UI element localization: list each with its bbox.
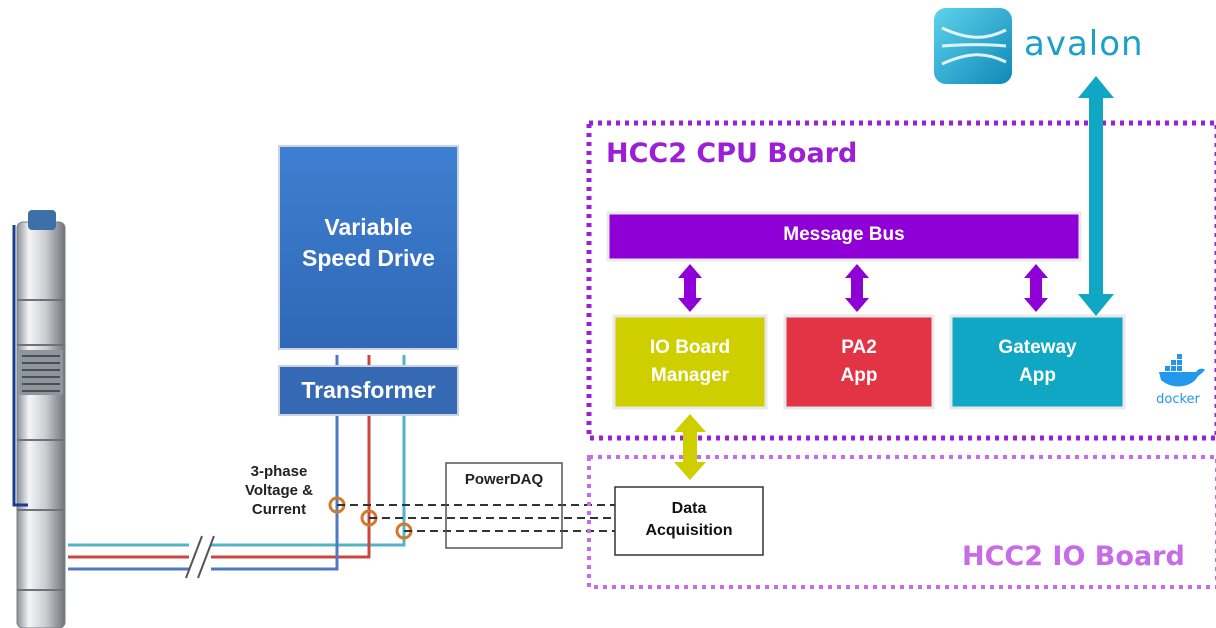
data-acquisition-box	[614, 486, 764, 556]
hcc2-io-board-frame	[587, 455, 1216, 589]
measurement-line-1: 3-phase	[250, 463, 308, 480]
gateway-line-1: Gateway	[998, 337, 1077, 358]
variable-speed-drive-box	[278, 145, 459, 350]
variable-speed-drive-label: Variable Speed Drive	[279, 212, 458, 274]
power-cables	[68, 355, 406, 571]
io-manager-line-1: IO Board	[649, 337, 731, 358]
io-board-manager-label: IO Board Manager	[614, 316, 766, 408]
gateway-to-avalon-arrow	[1078, 76, 1114, 316]
sense-lines	[337, 504, 615, 532]
measurement-line-2: Voltage &	[244, 482, 314, 499]
pa2-app-label: PA2 App	[785, 316, 933, 408]
powerdaq-label: PowerDAQ	[464, 471, 544, 488]
bus-to-pa2-arrow	[845, 264, 869, 312]
hcc2-io-board-title: HCC2 IO Board	[962, 541, 1185, 572]
gateway-app-label: Gateway App	[951, 316, 1124, 408]
io-manager-line-2: Manager	[650, 365, 730, 386]
pa2-app-box	[783, 314, 935, 410]
measurement-line-3: Current	[251, 501, 307, 518]
transformer-label: Transformer	[301, 377, 436, 403]
daq-label-line-2: Acquisition	[645, 522, 733, 539]
pa2-line-1: PA2	[841, 337, 877, 358]
message-bus-box	[606, 211, 1082, 262]
transformer-box	[278, 365, 459, 416]
powerdaq-box	[445, 462, 563, 549]
avalon-logo-text: avalon	[1024, 24, 1144, 64]
avalon-logo-icon	[934, 8, 1012, 84]
docker-icon	[1159, 354, 1205, 387]
drive-label-line-1: Variable	[324, 214, 413, 240]
message-bus-label: Message Bus	[783, 224, 905, 245]
gateway-line-2: App	[1019, 365, 1056, 386]
io-board-manager-box	[612, 314, 768, 410]
docker-label: docker	[1156, 392, 1200, 407]
drive-label-line-2: Speed Drive	[302, 245, 435, 271]
hcc2-cpu-board-title: HCC2 CPU Board	[606, 138, 858, 169]
bus-to-io-manager-arrow	[678, 264, 702, 312]
io-manager-to-daq-arrow	[674, 414, 706, 480]
esp-downhole-tool	[12, 210, 66, 628]
gateway-app-box	[949, 314, 1126, 410]
data-acquisition-label: Data Acquisition	[615, 498, 763, 542]
cable-break-marks	[185, 535, 215, 579]
measurement-label: 3-phase Voltage & Current	[228, 462, 330, 519]
bus-to-gateway-arrow	[1024, 264, 1048, 312]
daq-label-line-1: Data	[671, 500, 707, 517]
pa2-line-2: App	[840, 365, 878, 386]
hcc2-cpu-board-frame	[586, 120, 1216, 441]
